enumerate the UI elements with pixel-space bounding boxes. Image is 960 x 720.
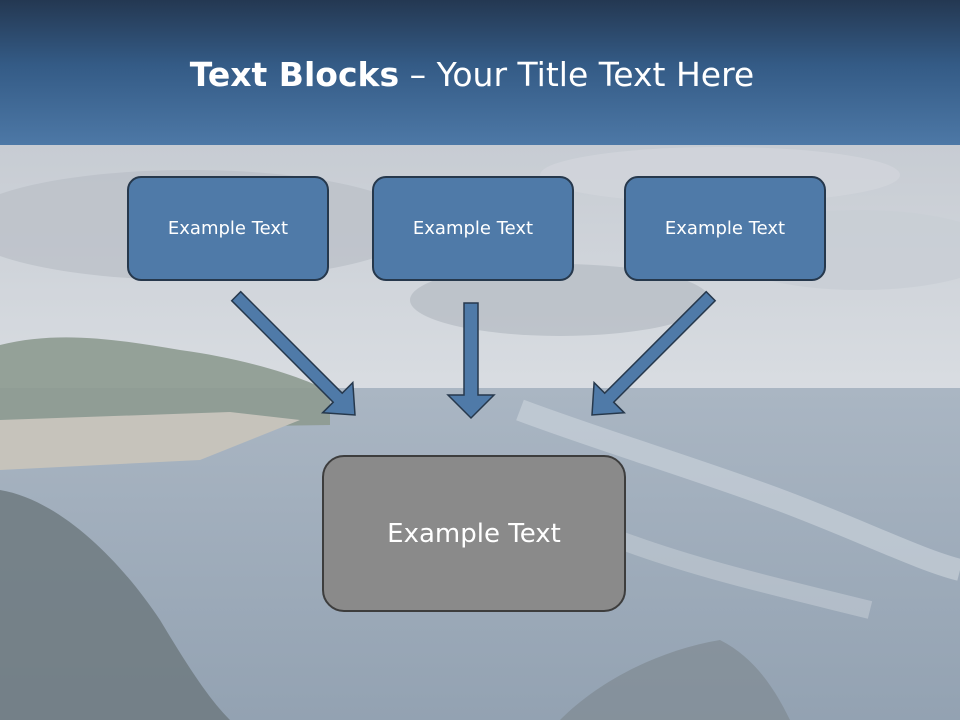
text-block-3[interactable]: Example Text — [624, 176, 826, 281]
arrow-right — [591, 290, 717, 416]
title-dash: – — [409, 55, 427, 94]
text-block-2-label: Example Text — [412, 218, 534, 239]
text-block-result-label: Example Text — [387, 518, 561, 549]
text-block-1[interactable]: Example Text — [127, 176, 329, 281]
text-block-2[interactable]: Example Text — [372, 176, 574, 281]
text-block-3-label: Example Text — [664, 218, 786, 239]
text-block-1-label: Example Text — [167, 218, 289, 239]
title-bar — [0, 0, 960, 145]
title-text: Your Title Text Here — [436, 55, 755, 94]
arrow-left — [230, 290, 356, 416]
text-block-result[interactable]: Example Text — [322, 455, 626, 612]
slide-title: Text Blocks – Your Title Text Here — [0, 54, 944, 96]
title-bold: Text Blocks — [189, 55, 400, 94]
arrow-center — [446, 302, 496, 420]
